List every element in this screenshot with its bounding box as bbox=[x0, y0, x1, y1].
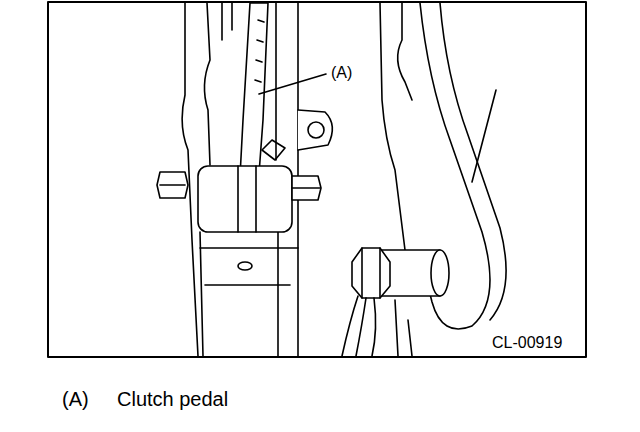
figure-code: CL-00919 bbox=[490, 334, 564, 352]
figure-frame bbox=[48, 2, 586, 357]
pin-end bbox=[431, 250, 449, 296]
pivot-bolt bbox=[157, 172, 188, 198]
bracket-edge bbox=[395, 300, 412, 356]
bracket-plate bbox=[275, 3, 277, 160]
lever-outline bbox=[440, 3, 506, 320]
bracket-flange bbox=[205, 284, 290, 286]
bracket-hole bbox=[238, 262, 252, 270]
tab-hole bbox=[308, 122, 324, 138]
pedal-teeth bbox=[255, 20, 264, 82]
legend-letter: (A) bbox=[62, 388, 89, 410]
part-name: Clutch pedal bbox=[117, 388, 228, 410]
pivot-nut bbox=[292, 176, 321, 200]
leader-line bbox=[259, 74, 326, 94]
bracket-edge bbox=[200, 232, 203, 356]
bracket-flange bbox=[200, 247, 298, 249]
bolt-edge bbox=[160, 184, 185, 186]
stopper bbox=[262, 140, 285, 160]
pivot-bushing bbox=[198, 166, 292, 232]
nut-edge bbox=[292, 187, 320, 189]
pivot-arm-edge bbox=[238, 166, 256, 232]
bracket-detail bbox=[222, 3, 232, 40]
leader-line bbox=[472, 90, 496, 182]
nut-edge bbox=[362, 248, 380, 298]
lever-edge bbox=[398, 3, 412, 100]
spring-clip bbox=[342, 296, 376, 356]
pin-nut bbox=[352, 248, 390, 298]
bracket-tab bbox=[298, 110, 332, 150]
callout-letter: (A) bbox=[329, 64, 354, 82]
bracket-edge bbox=[204, 3, 210, 165]
bracket-plate bbox=[277, 232, 279, 356]
lever-edge bbox=[380, 3, 405, 250]
